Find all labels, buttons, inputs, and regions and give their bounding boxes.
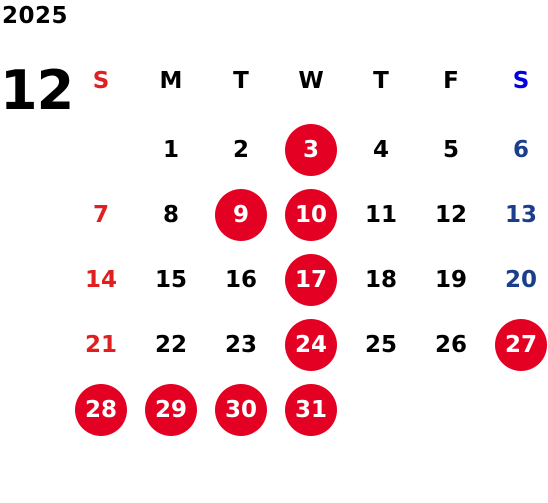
calendar-day[interactable]: 31 bbox=[285, 384, 337, 436]
weekday-header-wednesday: W bbox=[298, 68, 324, 94]
calendar-day[interactable]: 29 bbox=[145, 384, 197, 436]
calendar-day[interactable]: 8 bbox=[162, 202, 179, 228]
month-number: 12 bbox=[0, 59, 74, 122]
calendar-day[interactable]: 14 bbox=[84, 267, 117, 293]
calendar-day[interactable]: 25 bbox=[364, 332, 397, 358]
calendar-day[interactable]: 20 bbox=[504, 267, 537, 293]
calendar-day[interactable]: 7 bbox=[92, 202, 109, 228]
calendar-day[interactable]: 1 bbox=[162, 137, 179, 163]
calendar-day[interactable]: 4 bbox=[372, 137, 389, 163]
weekday-header-monday: M bbox=[159, 68, 183, 94]
calendar-day[interactable]: 2 bbox=[232, 137, 249, 163]
calendar-day[interactable]: 3 bbox=[285, 124, 337, 176]
weekday-header-tuesday: T bbox=[233, 68, 249, 94]
calendar-day[interactable]: 26 bbox=[434, 332, 467, 358]
calendar-day[interactable]: 30 bbox=[215, 384, 267, 436]
calendar-day[interactable]: 23 bbox=[224, 332, 257, 358]
calendar-day[interactable]: 11 bbox=[364, 202, 397, 228]
calendar-day[interactable]: 13 bbox=[504, 202, 537, 228]
year-label: 2025 bbox=[2, 3, 69, 29]
weekday-header-friday: F bbox=[443, 68, 459, 94]
calendar-day[interactable]: 19 bbox=[434, 267, 467, 293]
calendar-day[interactable]: 18 bbox=[364, 267, 397, 293]
calendar-day[interactable]: 21 bbox=[84, 332, 117, 358]
calendar-day[interactable]: 28 bbox=[75, 384, 127, 436]
calendar-day[interactable]: 10 bbox=[285, 189, 337, 241]
calendar-day[interactable]: 15 bbox=[154, 267, 187, 293]
calendar-day[interactable]: 27 bbox=[495, 319, 547, 371]
calendar-day[interactable]: 22 bbox=[154, 332, 187, 358]
calendar-day[interactable]: 17 bbox=[285, 254, 337, 306]
weekday-header-sunday: S bbox=[92, 68, 110, 94]
calendar-day[interactable]: 12 bbox=[434, 202, 467, 228]
weekday-header-saturday: S bbox=[512, 68, 530, 94]
calendar-day[interactable]: 9 bbox=[215, 189, 267, 241]
calendar-day[interactable]: 16 bbox=[224, 267, 257, 293]
calendar-day[interactable]: 24 bbox=[285, 319, 337, 371]
weekday-header-thursday: T bbox=[373, 68, 389, 94]
calendar-day[interactable]: 5 bbox=[442, 137, 459, 163]
calendar-day[interactable]: 6 bbox=[512, 137, 529, 163]
